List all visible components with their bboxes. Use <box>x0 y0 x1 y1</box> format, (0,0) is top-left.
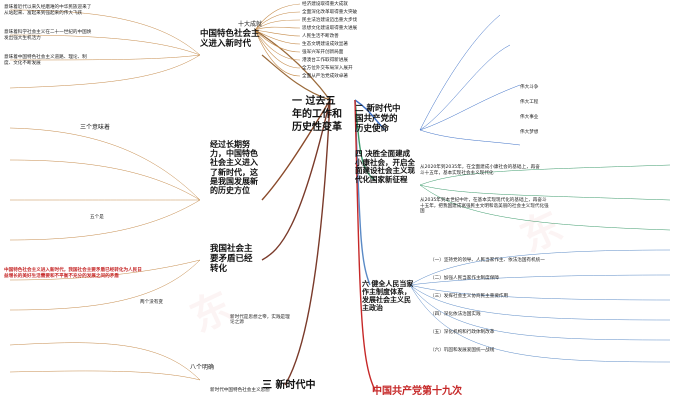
achievement-item: 全方位外交布局深入展开 <box>302 66 353 71</box>
struggle-dream: 伟大梦想 <box>520 130 539 135</box>
ten-achievements-label: 十大成就 <box>238 21 263 28</box>
historical-position: 经过长期努力，中国特色社会主义进入了新时代，这是我国发展新的历史方位 <box>210 140 258 195</box>
contradiction-heading: 我国社会主要矛盾已经转化 <box>210 244 253 274</box>
achievement-item: 强军兴军开创新局面 <box>302 50 344 55</box>
democracy-item: （三）发挥社会主义协商民主重要作用 <box>430 294 509 299</box>
achievement-item: 经济建设取得重大成就 <box>302 2 348 7</box>
eight-clear-label: 八个明确 <box>190 364 215 371</box>
mission-heading: 二 新时代中国共产党的历史使命 <box>355 104 401 134</box>
achievement-item: 全面从严治党成效卓著 <box>302 74 348 79</box>
democracy-item: （一）坚持党的领导、人民当家作主、依法治国有机统一 <box>430 258 545 263</box>
section-three-heading: 三 新时代中 <box>262 380 316 391</box>
three-meanings-label: 三个意味着 <box>80 124 111 131</box>
era-text-3: 意味着中国特色社会主义道路、理论、制度、文化不断发展 <box>4 55 87 66</box>
achievement-item: 生态文明建设成效显著 <box>302 42 348 47</box>
five-shi-label: 五个是 <box>90 215 104 220</box>
two-unchanged-label: 两个没有变 <box>140 300 163 305</box>
era-text-1: 意味着近代以来久经磨难的中华民族迎来了从站起来、富起来到强起来的伟大飞跃 <box>4 5 92 16</box>
struggle-project: 伟大工程 <box>520 100 539 105</box>
stage-two-text: 从2035年到本世纪中叶，在基本实现现代化的基础上，再奋斗十五年，把我国建成富强… <box>420 198 549 215</box>
achievement-item: 人民生活不断改善 <box>302 34 339 39</box>
contradiction-text: 中国特色社会主义进入新时代，我国社会主要矛盾已经转化为人民日益增长的美好生活需要… <box>4 268 142 279</box>
stage-one-text: 从2020年到2035年，在全面建成小康社会的基础上，再奋斗十五年，基本实现社会… <box>420 165 540 176</box>
xiaokang-heading: 四 决胜全面建成小康社会，开启全面建设社会主义现代化国家新征程 <box>355 149 415 184</box>
achievement-item: 民主法治建设迈出重大步伐 <box>302 18 358 23</box>
democracy-heading: 六 健全人民当家作主制度体系，发展社会主义民主政治 <box>362 280 414 313</box>
new-era-heading: 中国特色社会主义进入新时代 <box>200 29 260 49</box>
struggle-cause: 伟大事业 <box>520 115 539 120</box>
achievement-item: 全面深化改革取得重大突破 <box>302 10 358 15</box>
democracy-item: （六）巩固和发展爱国统一战线 <box>430 348 495 353</box>
democracy-item: （五）深化机构和行政体制改革 <box>430 330 495 335</box>
democracy-item: （四）深化依法治国实践 <box>430 312 481 317</box>
new-thought-label: 新时代中国特色社会主义思想 <box>210 388 270 393</box>
democracy-item: （二）加强人民当家作主制度保障 <box>430 276 499 281</box>
era-text-2: 意味着科学社会主义在二十一世纪的中国焕发出强大生机活力 <box>4 30 92 41</box>
party-congress-heading: 中国共产党第十九次 <box>372 386 462 397</box>
center-topic: 一 过去五年的工作和历史性变革 <box>292 96 342 133</box>
achievement-item: 港澳台工作取得新进展 <box>302 58 348 63</box>
achievement-item: 思想文化建设取得重大进展 <box>302 26 358 31</box>
struggle-great: 伟大斗争 <box>520 85 539 90</box>
new-era-source: 新时代是思想之帝，实践是理论之源 <box>230 315 290 326</box>
